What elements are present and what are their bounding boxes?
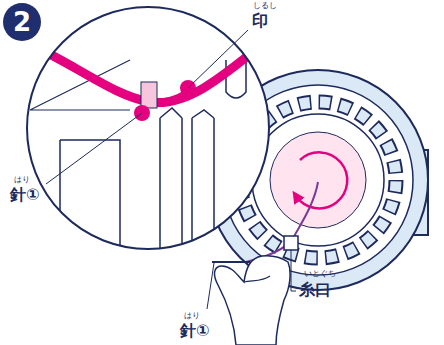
- hand: [212, 256, 290, 345]
- ruby-text: はり: [184, 312, 200, 321]
- part-label: 印: [252, 12, 268, 30]
- ruby-text: はり: [14, 176, 30, 185]
- part-label: 糸口: [299, 281, 331, 299]
- ruby-text: いとぐち: [304, 270, 336, 279]
- leader-lines: [46, 30, 296, 309]
- part-label: 針①: [10, 186, 40, 204]
- magnified-view: [20, 7, 280, 260]
- step-number: 2: [3, 3, 41, 41]
- step-number-text: 2: [13, 9, 31, 35]
- part-label: 針①: [180, 322, 210, 340]
- ruby-text: しるし: [253, 2, 277, 11]
